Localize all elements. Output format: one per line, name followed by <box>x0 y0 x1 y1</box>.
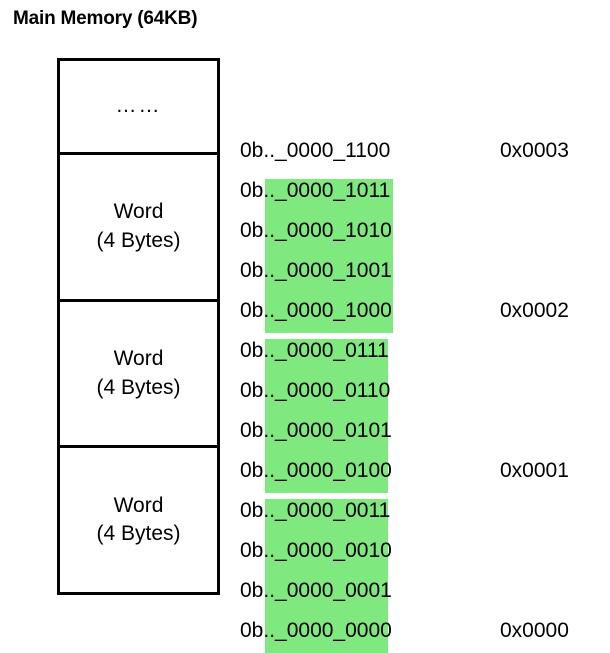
binary-address-row: 0b.._0000_0011 <box>240 499 391 522</box>
memory-cell-line: (4 Bytes) <box>96 375 181 399</box>
binary-address-row: 0b.._0000_1011 <box>240 179 391 202</box>
binary-address-row: 0b.._0000_1001 <box>240 259 392 282</box>
memory-cell-word-1: Word (4 Bytes) <box>60 448 217 592</box>
memory-cell-word-3: Word (4 Bytes) <box>60 155 217 302</box>
binary-address-row: 0b.._0000_1010 <box>240 219 392 242</box>
memory-cell-line: …… <box>115 94 162 118</box>
memory-cell-line: Word <box>113 200 164 224</box>
binary-address-row: 0b.._0000_0000 <box>240 619 392 642</box>
memory-cell-line: Word <box>113 493 164 517</box>
page-title: Main Memory (64KB) <box>13 8 198 29</box>
binary-address-row: 0b.._0000_1000 <box>240 299 392 322</box>
binary-address-row: 0b.._0000_0111 <box>240 339 389 362</box>
binary-address-row: 0b.._0000_0100 <box>240 459 392 482</box>
hex-address-label: 0x0000 <box>500 619 569 642</box>
memory-cell-line: (4 Bytes) <box>96 522 181 546</box>
word-highlight-0x0002 <box>265 179 393 333</box>
binary-address-row: 0b.._0000_0110 <box>240 379 391 402</box>
binary-address-row: 0b.._0000_0001 <box>240 579 392 602</box>
hex-address-label: 0x0002 <box>500 299 569 322</box>
binary-address-row: 0b.._0000_0010 <box>240 539 392 562</box>
word-highlight-0x0001 <box>265 339 388 493</box>
binary-address-row: 0b.._0000_0101 <box>240 419 392 442</box>
hex-address-column: 0x0003 0x0002 0x0001 0x0000 <box>500 131 600 642</box>
binary-address-row: 0b.._0000_1100 <box>240 139 391 162</box>
main-memory-column: …… Word (4 Bytes) Word (4 Bytes) Word (4 Bytes… <box>57 58 220 595</box>
memory-cell-line: (4 Bytes) <box>96 228 181 252</box>
memory-cell-ellipsis: …… <box>60 61 217 155</box>
hex-address-label: 0x0003 <box>500 139 569 162</box>
memory-cell-line: Word <box>113 347 164 371</box>
hex-address-label: 0x0001 <box>500 459 569 482</box>
binary-address-column: 0b.._0000_1100 0b.._0000_1011 0b.._0000_10… <box>240 131 430 653</box>
memory-cell-word-2: Word (4 Bytes) <box>60 302 217 449</box>
